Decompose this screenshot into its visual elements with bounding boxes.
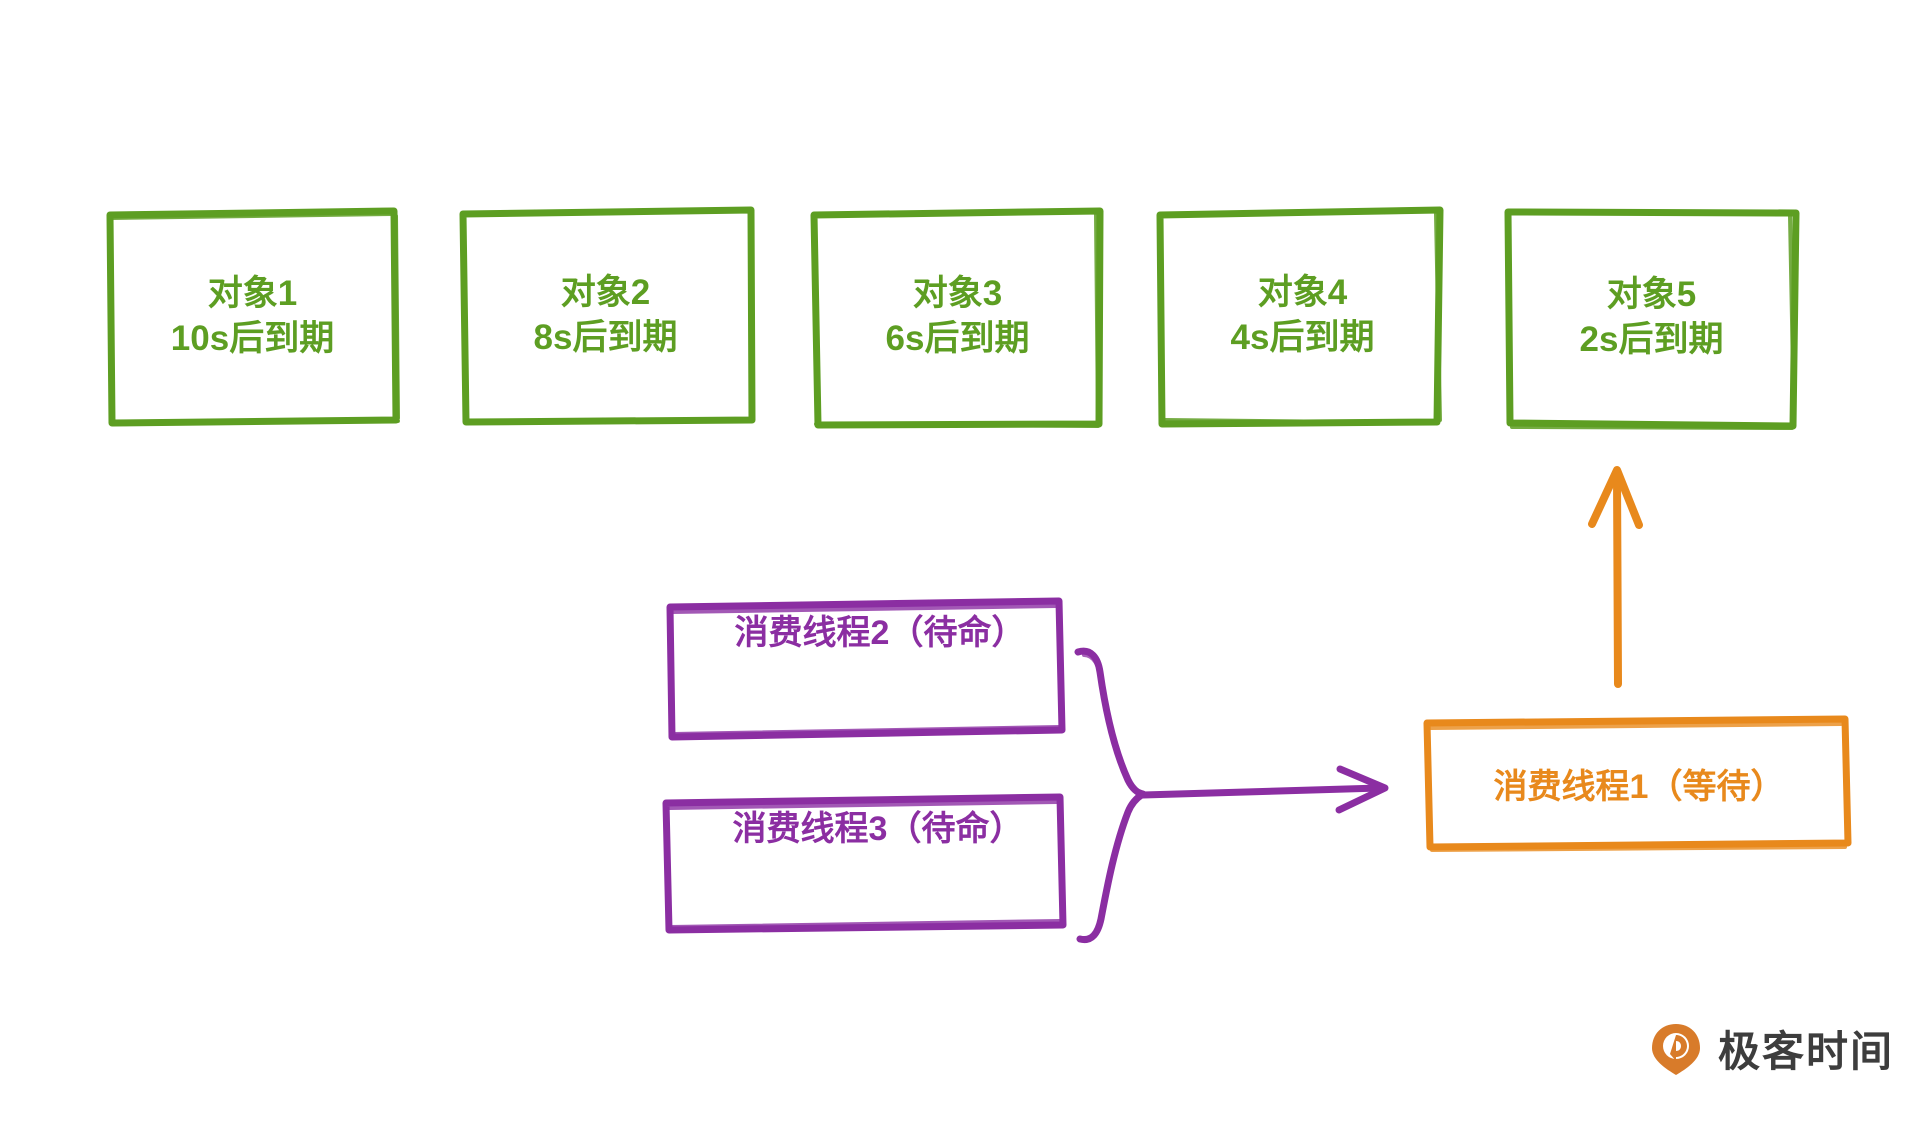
object-box-5-subtitle: 2s后到期 <box>1579 320 1724 359</box>
active-thread-box-label: 消费线程1（等待） <box>1493 767 1785 806</box>
geektime-logo: 极客时间 <box>1648 1018 1894 1079</box>
curly-brace <box>1074 647 1147 944</box>
object-box-2: 对象2 8s后到期 <box>463 210 748 420</box>
waiting-thread-box-1-label: 消费线程2（待命） <box>734 614 1026 652</box>
object-box-1-subtitle: 10s后到期 <box>170 319 335 358</box>
geektime-logo-text: 极客时间 <box>1718 1028 1895 1075</box>
object-box-1-title: 对象1 <box>207 273 298 313</box>
object-box-4-subtitle: 4s后到期 <box>1230 318 1375 357</box>
object-box-2-subtitle: 8s后到期 <box>533 318 678 357</box>
object-box-5-title: 对象5 <box>1606 274 1697 314</box>
object-box-1: 对象1 10s后到期 <box>110 211 395 421</box>
object-box-3-title: 对象3 <box>912 273 1003 313</box>
waiting-thread-box-1: 消费线程2（待命） <box>670 605 1062 730</box>
object-box-3: 对象3 6s后到期 <box>815 211 1100 421</box>
orange-arrow <box>1588 466 1643 688</box>
object-box-2-title: 对象2 <box>560 272 651 312</box>
object-box-5: 对象5 2s后到期 <box>1509 212 1794 422</box>
object-box-4-title: 对象4 <box>1257 272 1348 312</box>
purple-arrow <box>1139 765 1389 814</box>
waiting-thread-box-2-label: 消费线程3（待命） <box>732 810 1024 848</box>
object-box-4: 对象4 4s后到期 <box>1160 210 1445 420</box>
object-box-3-subtitle: 6s后到期 <box>885 319 1030 358</box>
active-thread-box: 消费线程1（等待） <box>1432 723 1846 843</box>
waiting-thread-box-2: 消费线程3（待命） <box>666 801 1062 926</box>
geektime-logo-icon <box>1648 1021 1704 1077</box>
